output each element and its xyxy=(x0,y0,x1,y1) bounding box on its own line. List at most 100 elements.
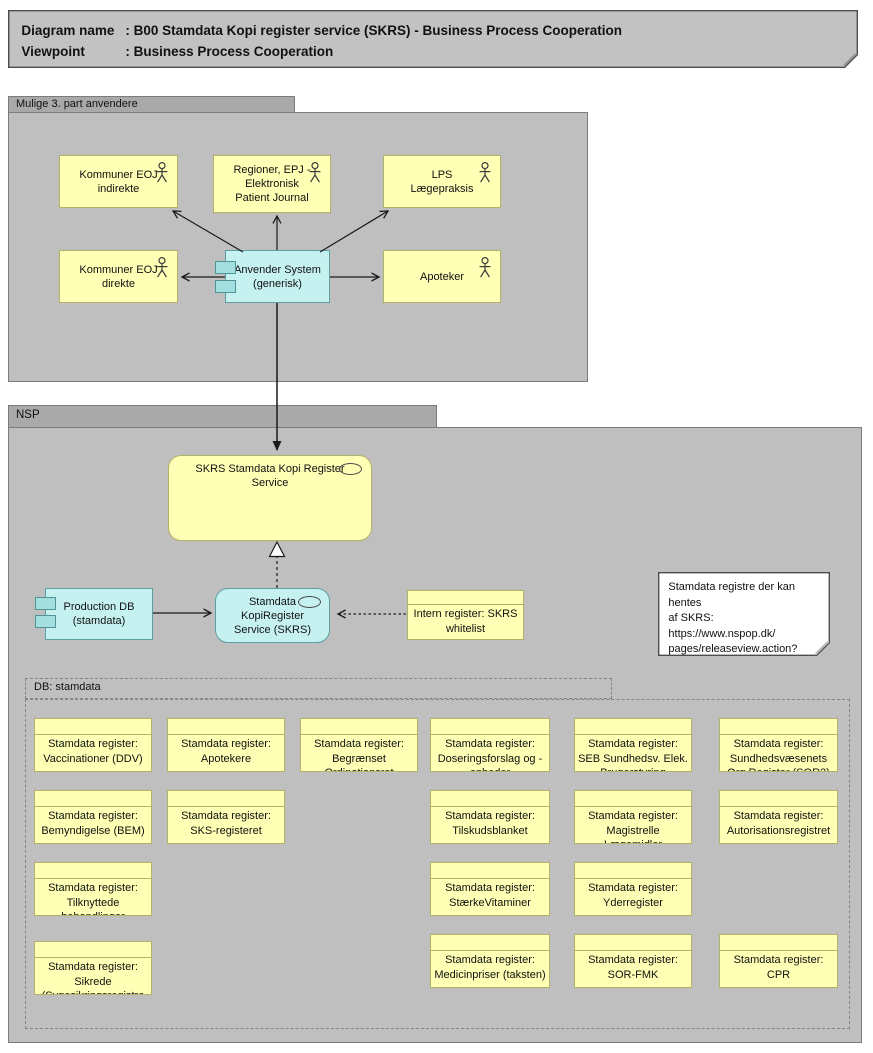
object-strip xyxy=(720,935,837,951)
object-strip xyxy=(431,863,549,879)
object-strip xyxy=(575,935,691,951)
register-title: Stamdata register: xyxy=(733,810,824,822)
viewpoint-label: Viewpoint xyxy=(21,44,85,60)
actor-kommuner-eoj-indirekte[interactable]: Kommuner EOJ indirekte xyxy=(59,155,178,208)
register-name: Apotekere xyxy=(200,752,252,765)
register-apotekere[interactable]: Stamdata register: Apotekere xyxy=(167,718,285,772)
diagram-title-note: Diagram name : B00 Stamdata Kopi registe… xyxy=(8,10,858,68)
register-title: Stamdata register: xyxy=(181,810,271,822)
service-skrs-stamdata-kopi-register[interactable]: SKRS Stamdata Kopi Register Service xyxy=(168,455,372,541)
register-name: Magistrelle Lægemidler xyxy=(604,824,662,844)
actor-kommuner-eoj-direkte[interactable]: Kommuner EOJ direkte xyxy=(59,250,178,303)
object-strip xyxy=(575,719,691,735)
object-strip xyxy=(35,791,151,807)
actor-label: Apoteker xyxy=(419,270,465,283)
register-medicinpriser[interactable]: Stamdata register:Medicinpriser (taksten… xyxy=(430,934,550,988)
register-doseringsforslag[interactable]: Stamdata register:Doseringsforslag og -e… xyxy=(430,718,550,772)
register-seb-brugerstyring[interactable]: Stamdata register:SEB Sundhedsv. Elek. B… xyxy=(574,718,692,772)
object-strip xyxy=(575,863,691,879)
viewpoint-value: : Business Process Cooperation xyxy=(125,44,334,60)
group-label: NSP xyxy=(16,409,40,421)
note-text: Stamdata registre der kan hentes af SKRS… xyxy=(668,581,798,656)
group-body-third-party[interactable] xyxy=(8,112,588,382)
component-port-icon xyxy=(35,597,56,610)
object-strip xyxy=(575,791,691,807)
object-strip xyxy=(720,719,837,735)
group-tab-third-party[interactable]: Mulige 3. part anvendere xyxy=(8,96,295,113)
register-autorisationsregistret[interactable]: Stamdata register: Autorisationsregistret xyxy=(719,790,838,844)
register-name: CPR xyxy=(766,968,791,981)
group-body-db-stamdata[interactable] xyxy=(25,699,850,1029)
actor-label: Regioner, EPJ - Elektronisk Patient Jour… xyxy=(233,164,311,204)
register-title: Stamdata register: xyxy=(48,810,138,822)
register-name: Bemyndigelse (BEM) xyxy=(41,824,145,837)
service-stamdata-kopiregister[interactable]: Stamdata KopiRegister Service (SKRS) xyxy=(215,588,330,643)
business-actor-icon xyxy=(156,162,168,183)
group-label: DB: stamdata xyxy=(34,681,101,693)
register-name: Begrænset Ordinationsret xyxy=(324,752,393,772)
register-sks-registeret[interactable]: Stamdata register: SKS-registeret xyxy=(167,790,285,844)
register-name: StærkeVitaminer xyxy=(449,896,531,909)
register-sor2[interactable]: Stamdata register: Sundhedsvæsenets Org R… xyxy=(719,718,838,772)
register-sikrede[interactable]: Stamdata register:Sikrede (Sygesikringsr… xyxy=(34,941,152,995)
object-strip xyxy=(431,719,549,735)
register-tilskudsblanket[interactable]: Stamdata register:Tilskudsblanket xyxy=(430,790,550,844)
register-magistrelle-laegemidler[interactable]: Stamdata register: Magistrelle Lægemidler xyxy=(574,790,692,844)
business-actor-icon xyxy=(479,257,491,278)
business-actor-icon xyxy=(309,162,321,183)
annotation-note[interactable]: Stamdata registre der kan hentes af SKRS… xyxy=(658,572,830,656)
object-strip xyxy=(431,935,549,951)
register-yderregister[interactable]: Stamdata register:Yderregister xyxy=(574,862,692,916)
actor-label: LPS Lægepraksis xyxy=(410,168,474,195)
register-title: Stamdata register: xyxy=(733,954,824,966)
diagram-title-text: Diagram name : B00 Stamdata Kopi registe… xyxy=(21,20,622,62)
business-actor-icon xyxy=(156,257,168,278)
object-strip xyxy=(35,863,151,879)
service-label: SKRS Stamdata Kopi Register Service xyxy=(195,463,345,489)
register-title: Stamdata register: xyxy=(733,738,824,750)
actor-lps-laegepraksis[interactable]: LPS Lægepraksis xyxy=(383,155,501,208)
register-title: Stamdata register: xyxy=(181,738,271,750)
register-title: Stamdata register: xyxy=(445,882,535,894)
register-title: Stamdata register: xyxy=(588,954,678,966)
service-label: Stamdata KopiRegister Service (SKRS) xyxy=(233,596,312,636)
object-intern-register-whitelist[interactable]: Intern register: SKRS whitelist xyxy=(407,590,524,640)
register-begraenset-ordinationsret[interactable]: Stamdata register:Begrænset Ordinationsr… xyxy=(300,718,418,772)
register-name: SKS-registeret xyxy=(190,824,262,837)
group-tab-nsp[interactable]: NSP xyxy=(8,405,437,428)
register-name: Yderregister xyxy=(603,896,663,909)
object-strip xyxy=(720,791,837,807)
diagram-name-value: : B00 Stamdata Kopi register service (SK… xyxy=(125,23,623,39)
object-strip xyxy=(431,791,549,807)
register-name: Tilskudsblanket xyxy=(452,824,528,837)
actor-apoteker[interactable]: Apoteker xyxy=(383,250,501,303)
component-label: Production DB (stamdata) xyxy=(63,601,135,627)
register-vaccinationer-ddv[interactable]: Stamdata register:Vaccinationer (DDV) xyxy=(34,718,152,772)
register-title: Stamdata register: xyxy=(48,961,138,973)
application-service-icon xyxy=(339,463,362,475)
register-sor-fmk[interactable]: Stamdata register:SOR-FMK xyxy=(574,934,692,988)
register-title: Stamdata register: xyxy=(588,738,678,750)
register-name: Sundhedsvæsenets Org Register (SOR2) xyxy=(727,752,830,772)
component-production-db[interactable]: Production DB (stamdata) xyxy=(35,588,153,640)
register-tilknyttede-behandlinger[interactable]: Stamdata register:Tilknyttede behandling… xyxy=(34,862,152,916)
business-actor-icon xyxy=(479,162,491,183)
component-label: Anvender System (generisk) xyxy=(234,263,321,290)
actor-label: Kommuner EOJ indirekte xyxy=(79,168,158,195)
register-bemyndigelse[interactable]: Stamdata register: Bemyndigelse (BEM) xyxy=(34,790,152,844)
component-port-icon xyxy=(35,615,56,628)
register-name: Autorisationsregistret xyxy=(726,824,831,837)
register-title: Stamdata register: xyxy=(48,882,138,894)
note-fold-corner xyxy=(843,53,856,66)
group-tab-db-stamdata[interactable]: DB: stamdata xyxy=(25,678,612,699)
register-title: Stamdata register: xyxy=(588,810,678,822)
register-staerkevitaminer[interactable]: Stamdata register: StærkeVitaminer xyxy=(430,862,550,916)
object-strip xyxy=(35,719,151,735)
actor-regioner-epj[interactable]: Regioner, EPJ - Elektronisk Patient Jour… xyxy=(213,155,331,213)
application-service-icon xyxy=(298,596,321,608)
register-title: Stamdata register: xyxy=(48,738,138,750)
object-strip xyxy=(35,942,151,958)
register-title: Stamdata register: xyxy=(445,954,535,966)
component-anvender-system[interactable]: Anvender System (generisk) xyxy=(215,250,330,303)
register-cpr[interactable]: Stamdata register: CPR xyxy=(719,934,838,988)
